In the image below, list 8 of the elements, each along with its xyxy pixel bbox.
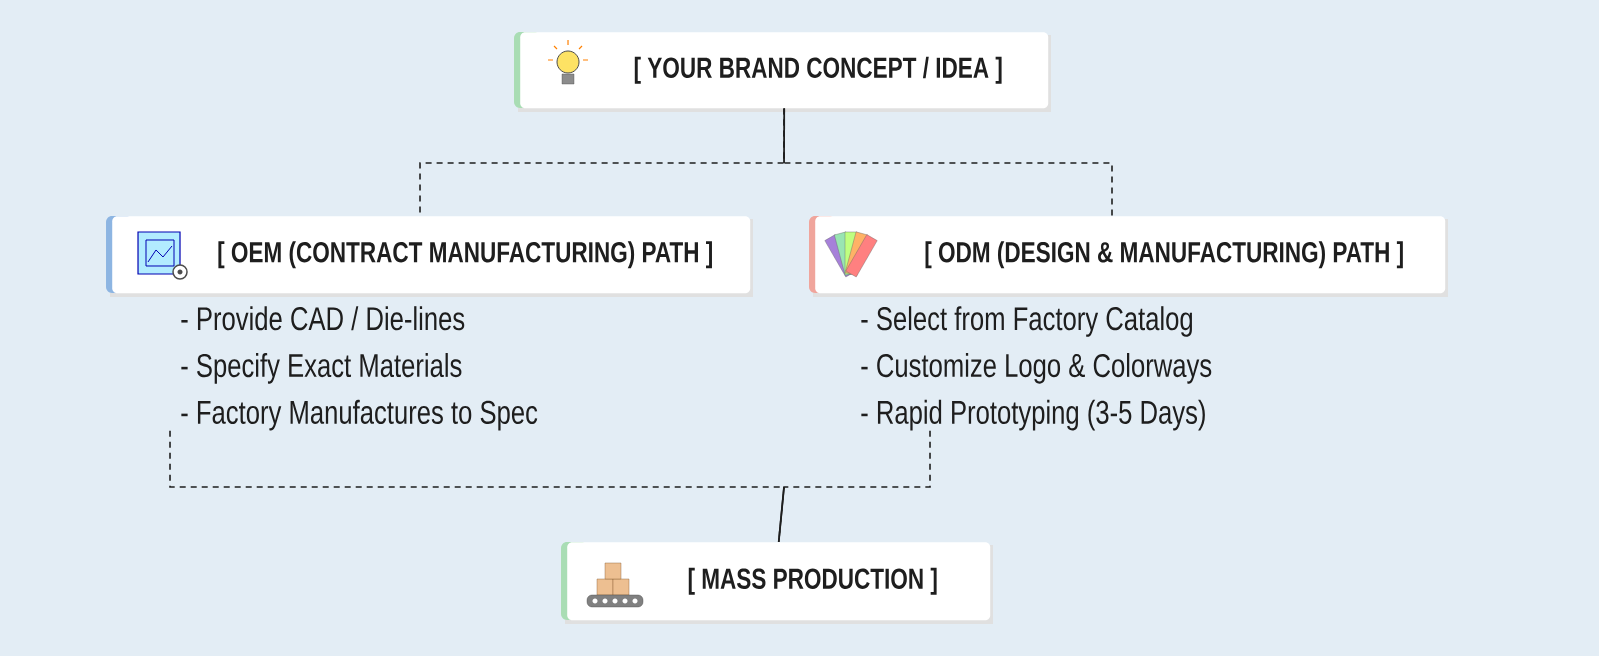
bullet-list: - Provide CAD / Die-lines - Specify Exact Materials - Factory Manufactures to Spec — [181, 306, 538, 431]
connector-trunk — [783, 107, 786, 164]
process-box: [ OEM (CONTRACT MANUFACTURING) PATH ] — [106, 216, 753, 297]
process-box: [ ODM (DESIGN & MANUFACTURING) PATH ] — [809, 216, 1448, 297]
connector-trunk — [777, 486, 785, 543]
process-box: [ MASS PRODUCTION ] — [561, 542, 993, 624]
bullet-list: - Select from Factory Catalog - Customize Logo & Colorways - Rapid Prototyping (3-5 Days) — [861, 306, 1212, 431]
process-box: [ YOUR BRAND CONCEPT / IDEA ] — [514, 32, 1051, 112]
